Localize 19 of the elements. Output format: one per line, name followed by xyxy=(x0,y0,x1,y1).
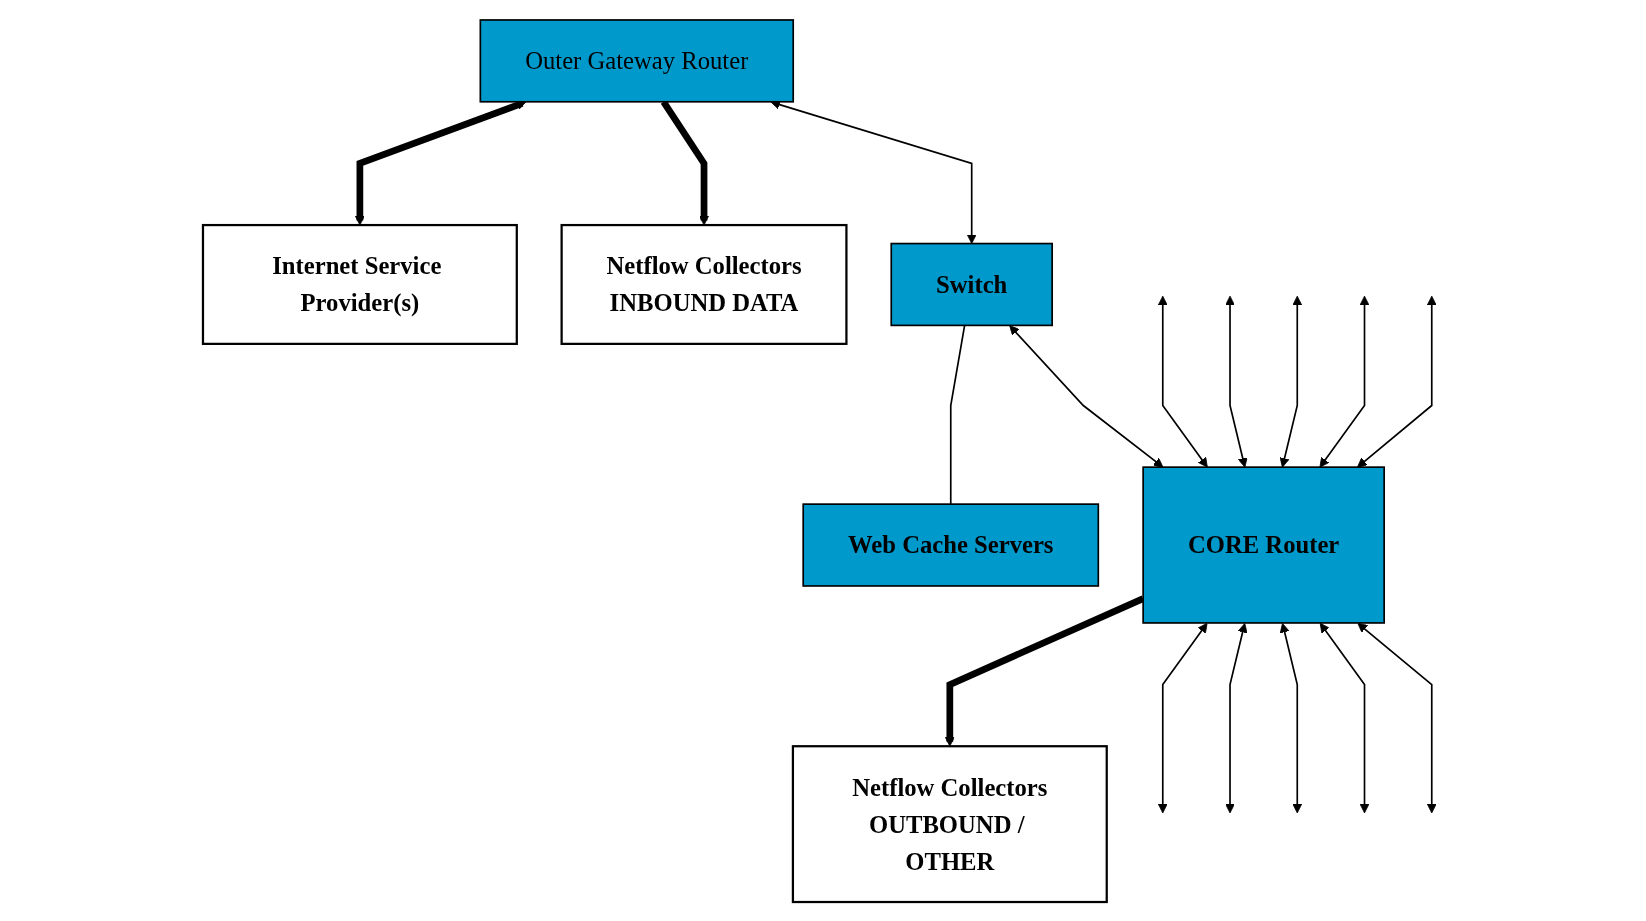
arrow xyxy=(1357,622,1437,813)
node-box: Switch xyxy=(890,242,1054,326)
arrow xyxy=(1225,622,1248,813)
arrow xyxy=(1009,324,1164,468)
node-box: Internet Service Provider(s) xyxy=(201,223,518,345)
node-box: Outer Gateway Router xyxy=(479,18,795,103)
arrow xyxy=(1319,622,1370,813)
arrow xyxy=(1157,295,1208,468)
node-box: CORE Router xyxy=(1142,465,1385,624)
arrow xyxy=(1279,295,1303,468)
connector xyxy=(949,324,966,505)
arrow xyxy=(1225,295,1248,468)
arrow xyxy=(1279,622,1303,813)
arrow xyxy=(1157,622,1208,813)
node-box: Netflow Collectors INBOUND DATA xyxy=(560,223,848,345)
arrow xyxy=(1357,295,1437,468)
node-box: Web Cache Servers xyxy=(802,502,1100,587)
arrow xyxy=(1319,295,1370,468)
node-box: Netflow Collectors OUTBOUND / OTHER xyxy=(791,744,1108,903)
